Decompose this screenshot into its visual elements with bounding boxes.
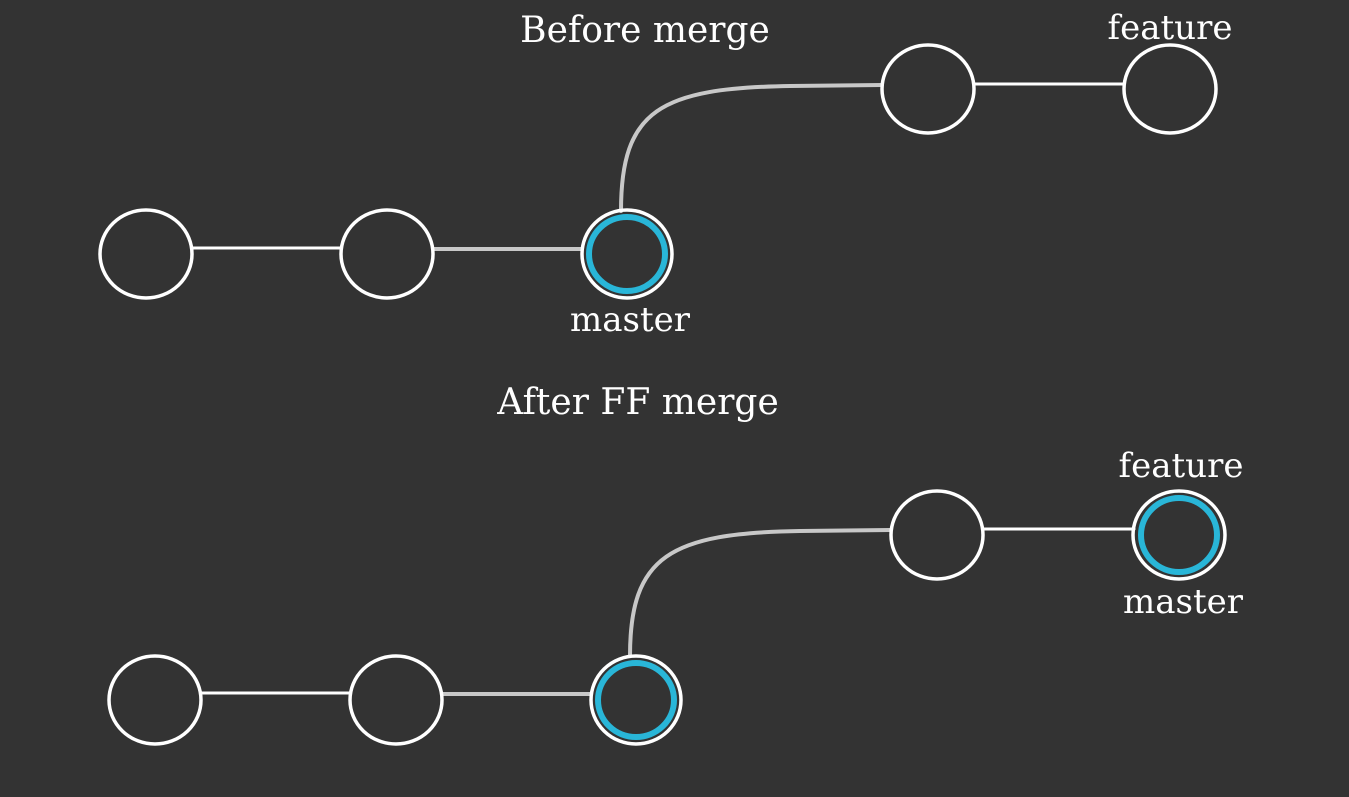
edge-commit3-commit4 xyxy=(628,528,893,658)
old-position-highlight-ring xyxy=(595,660,677,740)
after-merge-title: After FF merge xyxy=(496,382,779,423)
commit-node xyxy=(98,208,194,300)
master-highlight-ring xyxy=(586,214,668,294)
commit-node-feature-master xyxy=(1131,489,1227,581)
feature-label: feature xyxy=(1108,8,1233,48)
commit-node xyxy=(339,208,435,300)
feature-label: feature xyxy=(1119,446,1244,486)
before-merge-diagram: Before merge feature master xyxy=(98,8,1233,340)
master-label: master xyxy=(1123,582,1244,622)
commit-node xyxy=(107,654,203,746)
commit-node-feature xyxy=(1122,43,1218,135)
master-label: master xyxy=(570,300,691,340)
commit-node-master xyxy=(580,208,674,300)
after-merge-diagram: After FF merge feature master xyxy=(107,382,1244,746)
commit-node xyxy=(589,654,683,746)
commit-node xyxy=(889,489,985,581)
master-highlight-ring xyxy=(1138,495,1220,575)
commit-node xyxy=(348,654,444,746)
edge-commit3-commit4 xyxy=(619,83,884,213)
commit-node xyxy=(880,43,976,135)
before-merge-title: Before merge xyxy=(520,10,770,51)
